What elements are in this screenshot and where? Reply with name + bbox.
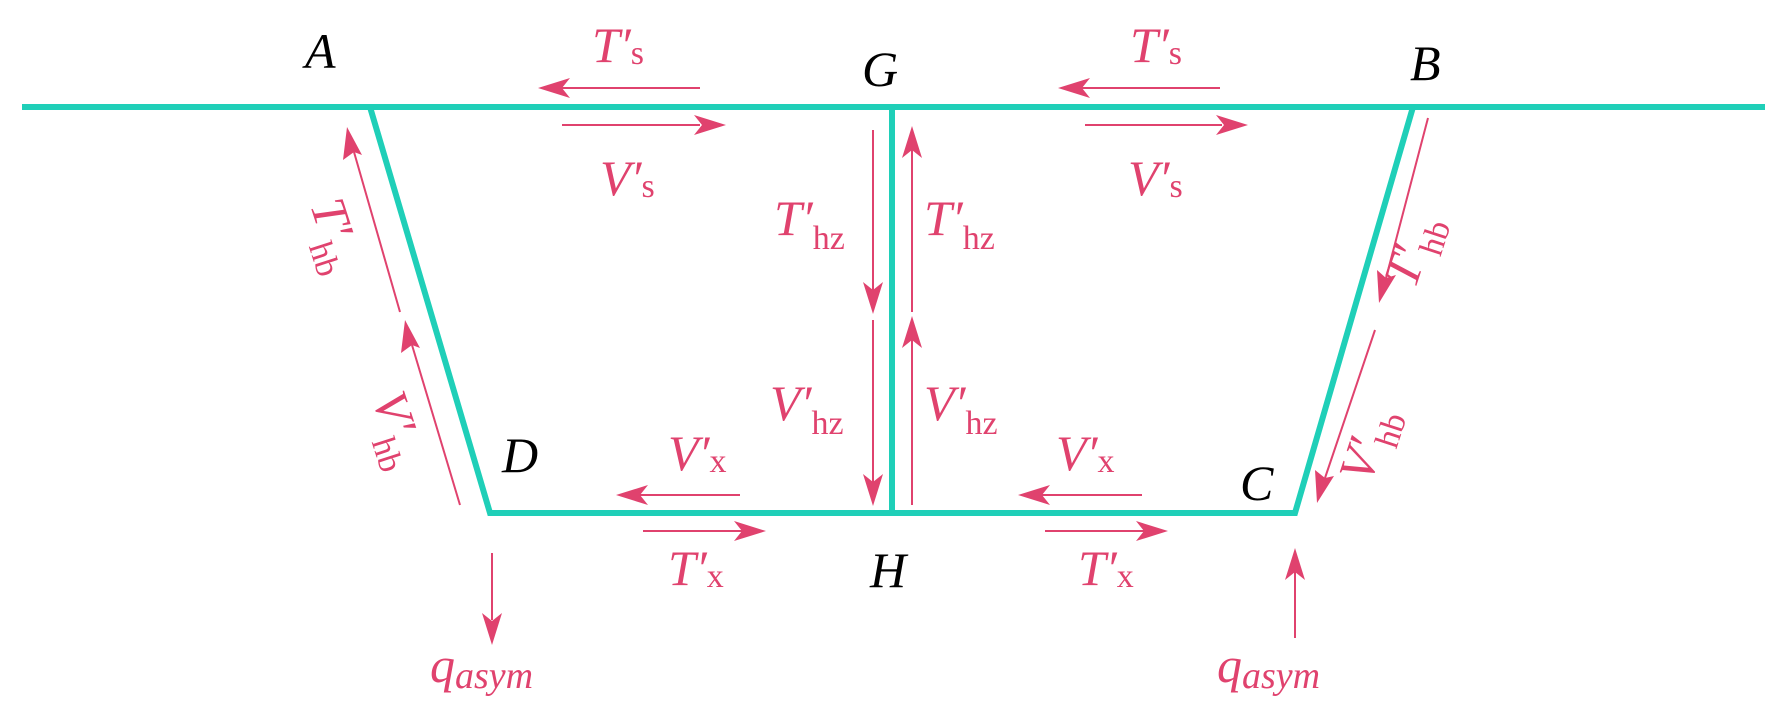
force-arrows (343, 78, 1429, 645)
point-label-c: C (1240, 455, 1274, 511)
label-tx-left: T′x (668, 540, 724, 596)
label-thz-right: T′hz (924, 190, 995, 257)
arrow-q-left-down (482, 553, 502, 645)
label-vhb-right: V′hb (1327, 399, 1414, 491)
arrow-ts-right (1058, 78, 1220, 98)
label-vx-left: V′x (668, 425, 726, 481)
arrow-tx-left (643, 521, 766, 541)
point-labels: A G B D H C (302, 23, 1441, 598)
label-thb-left: T′hb (289, 191, 375, 281)
label-vhz-left: V′hz (770, 375, 844, 442)
arrow-tx-right (1045, 521, 1168, 541)
arrow-ts-left (538, 78, 700, 98)
arrow-vs-right (1085, 115, 1248, 135)
label-vx-right: V′x (1056, 425, 1114, 481)
label-ts-left: T′s (592, 17, 644, 73)
label-vhb-left: V′hb (351, 384, 438, 476)
label-q-left: qasym (430, 637, 533, 697)
arrow-thb-left (343, 127, 401, 313)
arrow-vx-left (616, 485, 740, 505)
arrow-thb-right (1377, 117, 1429, 303)
arrow-q-right-up (1285, 548, 1305, 638)
label-vs-right: V′s (1128, 150, 1183, 206)
point-label-h: H (869, 542, 909, 598)
point-label-g: G (862, 41, 898, 97)
force-labels: T′s T′s V′s V′s T′hz T′hz V′hz V′hz T′hb (289, 17, 1459, 697)
arrow-vhz-up (902, 316, 922, 505)
label-vs-left: V′s (600, 150, 655, 206)
structure (22, 104, 1765, 516)
label-vhz-right: V′hz (924, 375, 998, 442)
arrow-vs-left (562, 115, 726, 135)
label-q-right: qasym (1217, 637, 1320, 697)
arrow-vhz-down (863, 320, 883, 506)
arrow-thz-up (902, 126, 922, 312)
arrow-vhb-left (401, 320, 461, 506)
point-label-d: D (501, 427, 538, 483)
label-tx-right: T′x (1078, 540, 1134, 596)
arrow-thz-down (863, 130, 883, 314)
label-thz-left: T′hz (774, 190, 845, 257)
arrow-vx-right (1018, 485, 1142, 505)
label-ts-right: T′s (1130, 17, 1182, 73)
arrow-vhb-right (1315, 329, 1376, 503)
point-label-a: A (302, 23, 336, 79)
point-label-b: B (1410, 35, 1441, 91)
